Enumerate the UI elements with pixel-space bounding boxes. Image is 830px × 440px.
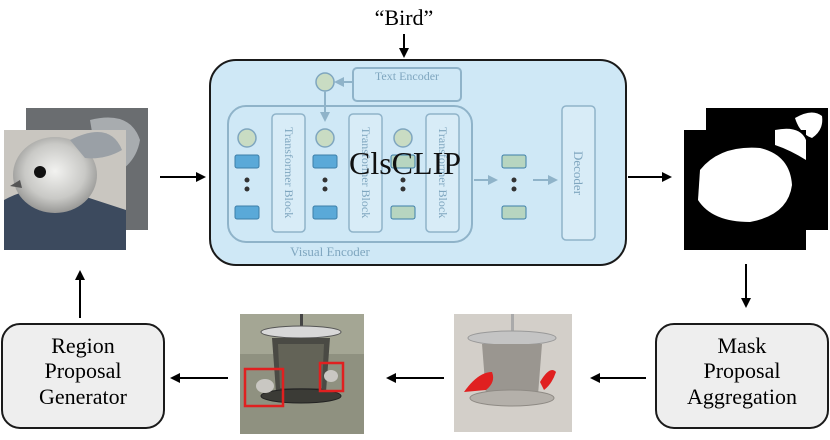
cls-token-node [315,128,335,148]
token-column-1 [234,128,260,220]
proposal-box-left [243,367,285,408]
bird-eye [34,166,46,178]
region-proposal-line-1: Region [51,333,115,358]
mask-output-stack [684,108,828,250]
decoder-box [561,105,596,241]
mask-aggregation-label: Mask Proposal Aggregation [656,333,828,409]
transformer-block-3 [425,113,460,233]
output-token [501,154,527,169]
cls-token-node [237,128,257,148]
clsclip-title: ClsCLIP [348,145,462,181]
region-proposal-box [1,323,165,429]
transformer-block-2 [348,113,383,233]
red-mask-region-right [540,369,556,390]
token-column-3 [390,128,416,220]
region-proposal-line-3: Generator [39,383,127,409]
region-proposal-label: Region Proposal Generator [2,333,164,409]
patch-token [390,205,416,220]
transformer-block-1-label: Transformer Block [282,127,296,219]
patch-token [234,154,260,169]
output-token [501,205,527,220]
result-image [454,314,572,432]
transformer-block-2-label: Transformer Block [359,127,373,219]
region-proposal-line-2: Proposal [44,358,122,384]
bird-mask-shape [698,147,792,222]
text-embedding-node [315,72,335,92]
output-token-column [501,154,527,220]
visual-encoder-label: Visual Encoder [290,244,370,259]
patch-token [312,205,338,220]
mask-aggregation-line-3: Aggregation [687,383,797,409]
mask-aggregation-line-1: Mask [717,333,767,358]
mask-aggregation-box [655,323,829,429]
token-column-2 [312,128,338,220]
mask-aggregation-line-2: Proposal [703,358,781,384]
proposal-box-right [318,361,345,393]
transformer-block-3-label: Transformer Block [436,127,450,219]
bird-head [13,137,97,213]
input-word-label: “Bird” [374,5,434,30]
patch-token [312,154,338,169]
input-image-stack [4,108,148,250]
red-mask-region-left [464,372,494,392]
transformer-block-1 [271,113,306,233]
visual-encoder-frame [227,105,473,243]
patch-token [390,154,416,169]
cls-token-node [393,128,413,148]
text-encoder-box [352,67,462,102]
proposal-image [240,314,364,434]
decoder-label: Decoder [571,150,586,196]
text-encoder-label: Text Encoder [374,69,440,83]
patch-token [234,205,260,220]
